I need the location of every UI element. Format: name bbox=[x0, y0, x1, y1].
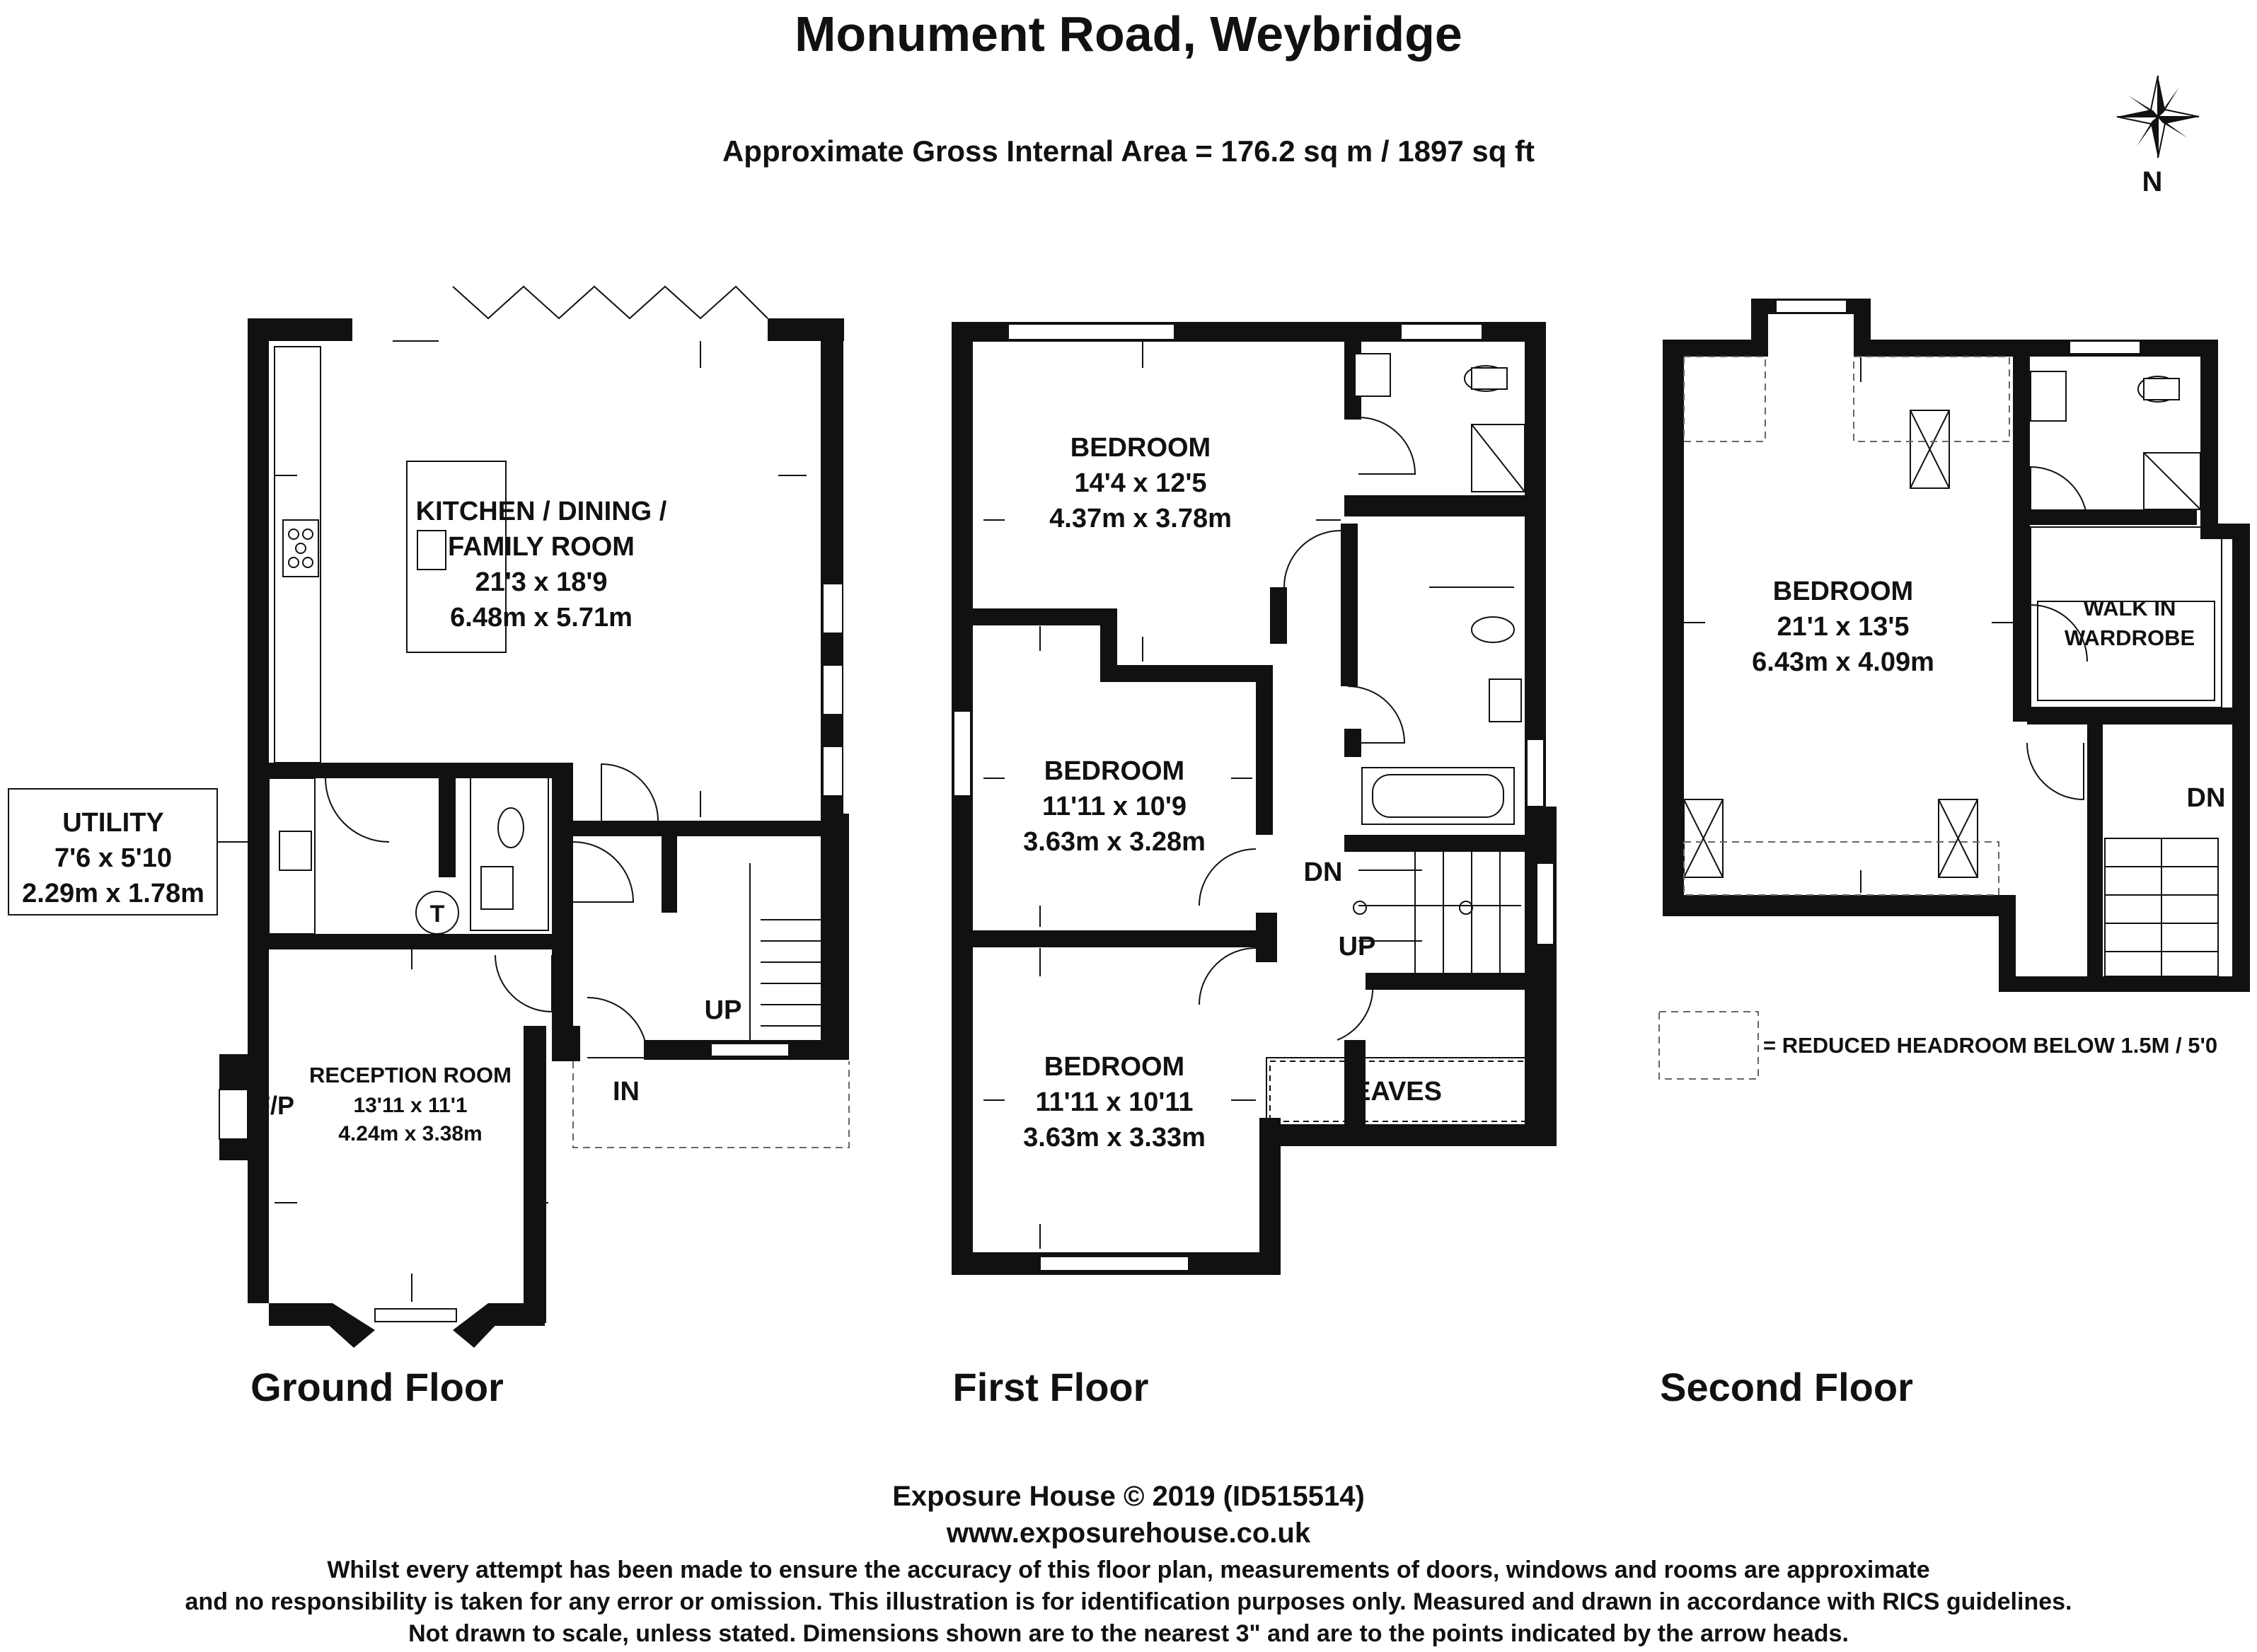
kitchen-name-line2: FAMILY ROOM bbox=[448, 532, 635, 562]
bedroom1-imperial: 14'4 x 12'5 bbox=[1074, 468, 1206, 498]
second-dn-label: DN bbox=[2187, 783, 2226, 813]
second-floor-plan: BEDROOM 21'1 x 13'5 6.43m x 4.09m WALK I… bbox=[1658, 299, 2250, 1409]
bedroom2-name: BEDROOM bbox=[1044, 756, 1184, 786]
reduced-headroom-legend-text: = REDUCED HEADROOM BELOW 1.5M / 5'0 bbox=[1763, 1033, 2217, 1058]
bedroom3-metric: 3.63m x 3.33m bbox=[1023, 1123, 1206, 1153]
kitchen-metric: 6.48m x 5.71m bbox=[450, 603, 633, 633]
first-floor-plan: BEDROOM 14'4 x 12'5 4.37m x 3.78m BEDROO… bbox=[952, 322, 1557, 1409]
first-dn-label: DN bbox=[1304, 857, 1343, 887]
footer-disclaimer-line1: Whilst every attempt has been made to en… bbox=[327, 1556, 1929, 1583]
bedroom3-name: BEDROOM bbox=[1044, 1052, 1184, 1082]
utility-imperial: 7'6 x 5'10 bbox=[54, 843, 172, 873]
compass-rose-icon bbox=[2116, 75, 2200, 158]
second-bedroom-name: BEDROOM bbox=[1773, 577, 1913, 606]
wardrobe-name-line2: WARDROBE bbox=[2065, 625, 2195, 650]
reduced-headroom-legend-swatch bbox=[1658, 1011, 1759, 1080]
bedroom2-imperial: 11'11 x 10'9 bbox=[1042, 792, 1187, 821]
first-floor-label: First Floor bbox=[953, 1365, 1149, 1409]
compass-north-label: N bbox=[2142, 166, 2163, 197]
reception-metric: 4.24m x 3.38m bbox=[338, 1122, 482, 1145]
fireplace-label: F/P bbox=[255, 1091, 294, 1120]
ground-up-label: UP bbox=[705, 995, 742, 1025]
utility-label-box: UTILITY 7'6 x 5'10 2.29m x 1.78m bbox=[8, 788, 249, 915]
kitchen-name-line1: KITCHEN / DINING / bbox=[416, 497, 667, 526]
bedroom1-name: BEDROOM bbox=[1070, 433, 1211, 463]
bedroom2-metric: 3.63m x 3.28m bbox=[1023, 827, 1206, 857]
footer-website: www.exposurehouse.co.uk bbox=[946, 1518, 1311, 1549]
footer-copyright: Exposure House © 2019 (ID515514) bbox=[892, 1481, 1365, 1512]
tank-label: T bbox=[430, 901, 445, 928]
ground-floor-plan: T KITCHEN bbox=[8, 285, 850, 1409]
gross-area: Approximate Gross Internal Area = 176.2 … bbox=[722, 134, 1535, 168]
second-floor-label: Second Floor bbox=[1660, 1365, 1913, 1409]
footer-disclaimer-line2: and no responsibility is taken for any e… bbox=[185, 1588, 2072, 1615]
plan-title: Monument Road, Weybridge bbox=[795, 6, 1462, 62]
bedroom1-metric: 4.37m x 3.78m bbox=[1049, 504, 1232, 533]
bedroom3-imperial: 11'11 x 10'11 bbox=[1035, 1087, 1193, 1117]
ground-floor-label: Ground Floor bbox=[250, 1365, 504, 1409]
second-bedroom-metric: 6.43m x 4.09m bbox=[1752, 647, 1934, 677]
eaves-label: EAVES bbox=[1353, 1077, 1442, 1107]
entrance-label: IN bbox=[613, 1077, 640, 1107]
footer-disclaimer-line3: Not drawn to scale, unless stated. Dimen… bbox=[408, 1620, 1849, 1647]
reception-imperial: 13'11 x 11'1 bbox=[353, 1094, 467, 1117]
second-bedroom-imperial: 21'1 x 13'5 bbox=[1777, 612, 1909, 642]
utility-name: UTILITY bbox=[62, 808, 164, 838]
first-up-label: UP bbox=[1339, 932, 1376, 961]
kitchen-imperial: 21'3 x 18'9 bbox=[475, 567, 607, 597]
wardrobe-name-line1: WALK IN bbox=[2084, 596, 2176, 620]
utility-metric: 2.29m x 1.78m bbox=[22, 879, 204, 908]
reception-name: RECEPTION ROOM bbox=[309, 1063, 512, 1087]
